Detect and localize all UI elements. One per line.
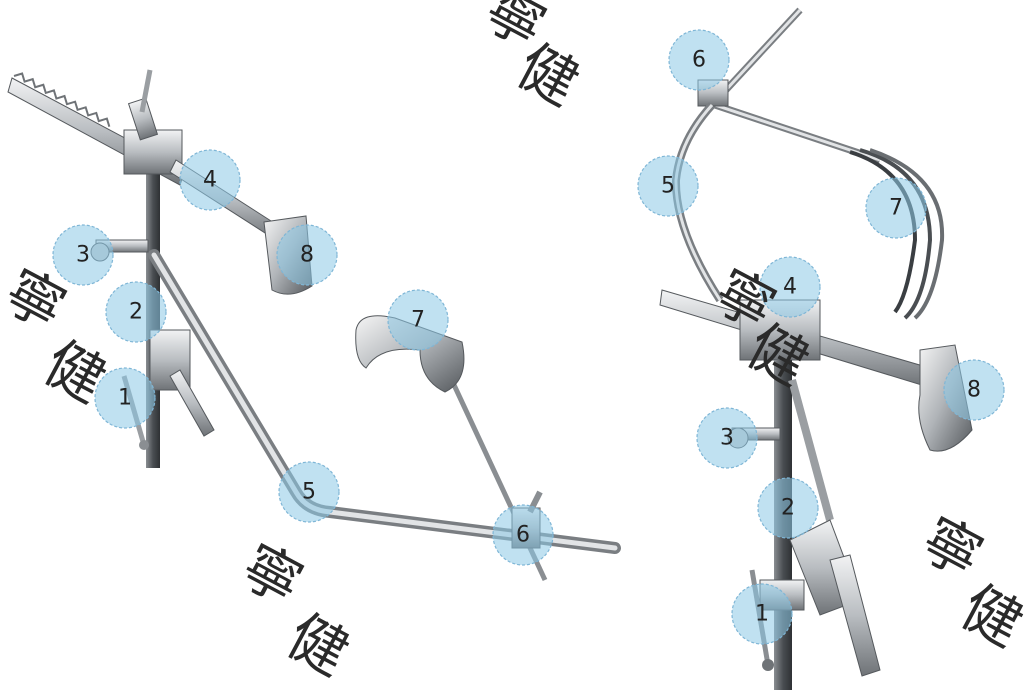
right-retractor-assembly (660, 10, 972, 690)
left-view-callout-8: 8 (277, 225, 337, 285)
left-view-callout-7: 7 (388, 290, 448, 350)
callout-label: 7 (411, 308, 425, 333)
callout-layer: 1 2 3 4 5 6 7 8 1 2 3 4 5 6 7 8 (53, 30, 1004, 644)
callout-label: 3 (720, 426, 734, 451)
left-view-callout-4: 4 (180, 150, 240, 210)
callout-label: 6 (692, 48, 706, 73)
right-view-callout-6: 6 (669, 30, 729, 90)
callout-label: 8 (300, 243, 314, 268)
right-view-callout-5: 5 (638, 156, 698, 216)
callout-label: 1 (755, 602, 769, 627)
right-view-callout-2: 2 (758, 478, 818, 538)
callout-label: 8 (967, 378, 981, 403)
callout-label: 4 (783, 275, 797, 300)
left-top-clamp (124, 70, 182, 174)
left-view-callout-5: 5 (279, 462, 339, 522)
callout-label: 2 (129, 300, 143, 325)
right-view-callout-1: 1 (732, 584, 792, 644)
callout-label: 5 (302, 480, 316, 505)
watermark-char: 健 (276, 601, 359, 688)
callout-label: 5 (661, 174, 675, 199)
right-view-callout-7: 7 (866, 178, 926, 238)
callout-label: 2 (781, 496, 795, 521)
left-view-callout-6: 6 (493, 505, 553, 565)
right-view-callout-3: 3 (697, 408, 757, 468)
callout-label: 1 (118, 386, 132, 411)
callout-label: 6 (516, 523, 530, 548)
left-bent-rod-5 (154, 255, 615, 548)
left-view-callout-2: 2 (106, 282, 166, 342)
callout-label: 4 (203, 168, 217, 193)
watermark-char: 寧 (230, 531, 313, 618)
callout-label: 3 (76, 243, 90, 268)
right-view-callout-8: 8 (944, 360, 1004, 420)
callout-label: 7 (889, 196, 903, 221)
